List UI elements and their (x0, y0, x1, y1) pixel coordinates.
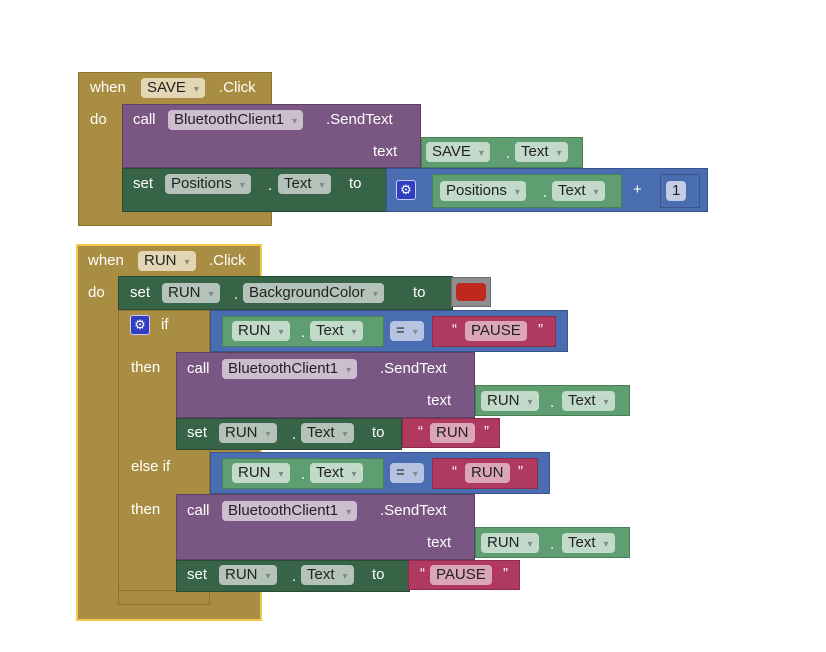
event-label: .Click (219, 79, 256, 96)
set-run-text-block[interactable] (176, 418, 402, 450)
open-quote: “ (452, 321, 457, 338)
then-label: then (131, 359, 161, 376)
operator-dropdown[interactable]: =▾ (390, 321, 424, 341)
close-quote: ” (518, 463, 523, 480)
to-label: to (349, 175, 362, 192)
set-label: set (130, 284, 151, 301)
set-label: set (187, 424, 208, 441)
text-param-label: text (427, 392, 452, 409)
component-dropdown[interactable]: Positions▾ (165, 174, 251, 194)
if-label: if (161, 316, 169, 333)
property-dropdown[interactable]: Text▾ (562, 391, 615, 411)
open-quote: “ (452, 463, 457, 480)
when-label: when (88, 252, 124, 269)
property-dropdown[interactable]: Text▾ (310, 321, 363, 341)
method-label: .SendText (326, 111, 393, 128)
call-label: call (187, 360, 210, 377)
call-label: call (133, 111, 156, 128)
component-dropdown[interactable]: RUN▾ (138, 251, 196, 271)
open-quote: “ (418, 423, 423, 440)
string-field[interactable]: RUN (430, 423, 475, 443)
text-param-label: text (373, 143, 398, 160)
do-label: do (88, 284, 105, 301)
component-dropdown[interactable]: RUN▾ (219, 423, 277, 443)
component-dropdown[interactable]: RUN▾ (481, 533, 539, 553)
method-label: .SendText (380, 360, 447, 377)
when-label: when (90, 79, 126, 96)
open-quote: “ (420, 565, 425, 582)
close-quote: ” (484, 423, 489, 440)
property-dropdown[interactable]: Text▾ (278, 174, 331, 194)
dot: . (301, 324, 306, 341)
number-field[interactable]: 1 (666, 181, 687, 201)
dot: . (550, 536, 555, 553)
component-dropdown[interactable]: RUN▾ (232, 463, 290, 483)
property-dropdown[interactable]: Text▾ (562, 533, 615, 553)
mutator-gear-icon[interactable]: ⚙ (130, 315, 150, 335)
property-dropdown[interactable]: Text▾ (552, 181, 605, 201)
string-field[interactable]: RUN (465, 463, 510, 483)
dot: . (292, 426, 297, 443)
set-label: set (187, 566, 208, 583)
component-dropdown[interactable]: BluetoothClient1▾ (222, 359, 358, 379)
property-dropdown[interactable]: Text▾ (310, 463, 363, 483)
text-param-label: text (427, 534, 452, 551)
operator-dropdown[interactable]: =▾ (390, 463, 424, 483)
call-label: call (187, 502, 210, 519)
method-label: .SendText (380, 502, 447, 519)
string-field[interactable]: PAUSE (465, 321, 527, 341)
component-dropdown[interactable]: SAVE▾ (141, 78, 205, 98)
component-dropdown[interactable]: RUN▾ (219, 565, 277, 585)
to-label: to (372, 566, 385, 583)
string-field[interactable]: PAUSE (430, 565, 492, 585)
dot: . (543, 184, 548, 201)
set-run-text-block[interactable] (176, 560, 410, 592)
close-quote: ” (503, 565, 508, 582)
set-label: set (133, 175, 154, 192)
component-dropdown[interactable]: RUN▾ (232, 321, 290, 341)
to-label: to (372, 424, 385, 441)
dot: . (301, 466, 306, 483)
event-label: .Click (209, 252, 246, 269)
to-label: to (413, 284, 426, 301)
close-quote: ” (538, 321, 543, 338)
property-dropdown[interactable]: Text▾ (515, 142, 568, 162)
component-dropdown[interactable]: BluetoothClient1▾ (222, 501, 358, 521)
component-dropdown[interactable]: BluetoothClient1▾ (168, 110, 304, 130)
mutator-gear-icon[interactable]: ⚙ (396, 180, 416, 200)
dot: . (268, 177, 273, 194)
dot: . (506, 145, 511, 162)
color-swatch[interactable] (456, 283, 486, 301)
property-dropdown[interactable]: BackgroundColor▾ (243, 283, 384, 303)
else-if-label: else if (131, 458, 171, 475)
property-dropdown[interactable]: Text▾ (301, 565, 354, 585)
then-label: then (131, 501, 161, 518)
property-dropdown[interactable]: Text▾ (301, 423, 354, 443)
component-dropdown[interactable]: RUN▾ (162, 283, 220, 303)
plus-label: + (633, 181, 642, 198)
dot: . (234, 286, 239, 303)
component-dropdown[interactable]: Positions▾ (440, 181, 526, 201)
dot: . (550, 394, 555, 411)
dot: . (292, 568, 297, 585)
component-dropdown[interactable]: SAVE▾ (426, 142, 490, 162)
component-dropdown[interactable]: RUN▾ (481, 391, 539, 411)
do-label: do (90, 111, 107, 128)
